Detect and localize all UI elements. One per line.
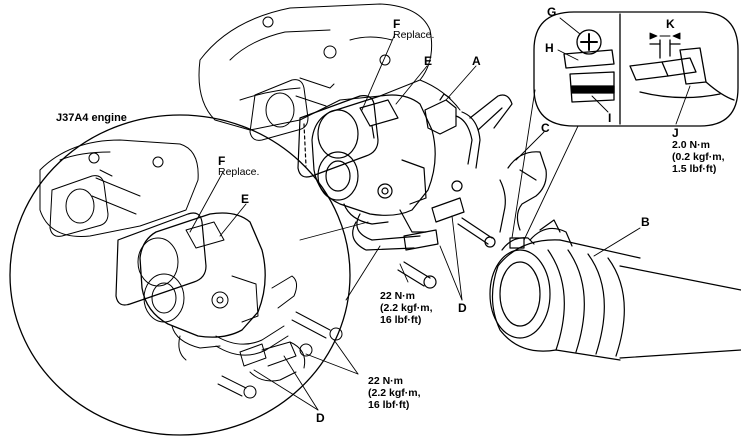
engine-model-label: J37A4 engine xyxy=(56,112,127,124)
torque-spec-lower: 22 N·m (2.2 kgf·m, 16 lbf·ft) xyxy=(368,375,421,411)
throttle-body-upper xyxy=(311,93,547,289)
label-b: B xyxy=(641,215,650,229)
torque-spec-clamp: 2.0 N·m (0.2 kgf·m, 1.5 lbf·ft) xyxy=(672,139,725,175)
label-i: I xyxy=(608,111,612,125)
intake-duct-bellows xyxy=(489,219,741,361)
torque-clamp-line3: 1.5 lbf·ft) xyxy=(672,163,717,175)
intake-manifold-upper xyxy=(198,3,461,141)
label-j: J xyxy=(672,126,679,140)
label-a: A xyxy=(472,54,481,68)
label-f-upper: F xyxy=(393,17,401,31)
torque-lower-line1: 22 N·m xyxy=(368,375,404,387)
label-c: C xyxy=(541,121,550,135)
torque-spec-upper: 22 N·m (2.2 kgf·m, 16 lbf·ft) xyxy=(380,290,433,326)
replace-note-upper: Replace. xyxy=(393,29,435,41)
torque-lower-line2: (2.2 kgf·m, xyxy=(368,387,421,399)
label-k: K xyxy=(666,17,675,31)
j37a4-engine-artwork xyxy=(39,139,343,399)
torque-clamp-line1: 2.0 N·m xyxy=(672,139,710,151)
label-e-upper: E xyxy=(424,54,433,68)
label-d-lower: D xyxy=(316,411,325,425)
label-h: H xyxy=(545,41,554,55)
gasket-upper xyxy=(297,95,379,178)
label-g: G xyxy=(547,5,557,19)
label-e-lower: E xyxy=(241,192,250,206)
label-f-lower: F xyxy=(218,154,226,168)
leader-lines xyxy=(189,17,691,411)
torque-upper-line3: 16 lbf·ft) xyxy=(380,314,422,326)
torque-clamp-line2: (0.2 kgf·m, xyxy=(672,151,725,163)
torque-upper-line2: (2.2 kgf·m, xyxy=(380,302,433,314)
j37a4-inset xyxy=(9,114,351,436)
label-d-upper: D xyxy=(458,301,467,315)
torque-lower-line3: 16 lbf·ft) xyxy=(368,399,410,411)
clamp-detail-inset xyxy=(533,11,739,127)
replace-note-lower: Replace. xyxy=(218,166,260,178)
torque-upper-line1: 22 N·m xyxy=(380,290,416,302)
